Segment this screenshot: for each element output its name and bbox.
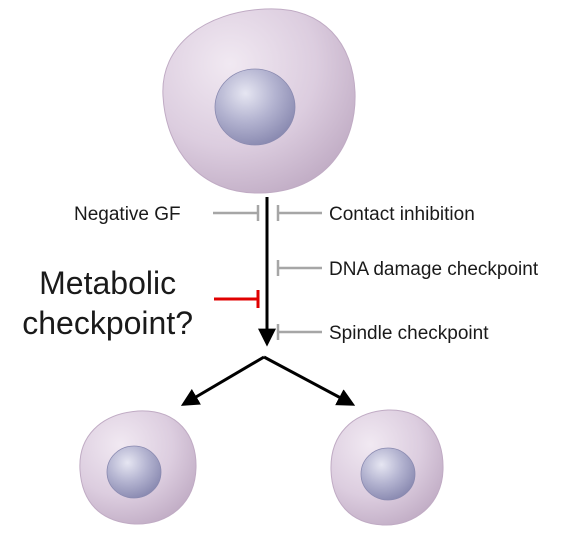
left-daughter-cell xyxy=(79,410,197,525)
contact-inhibition-label: Contact inhibition xyxy=(329,204,475,225)
spindle-label: Spindle checkpoint xyxy=(329,323,489,344)
metabolic-inhibitor xyxy=(214,290,260,308)
dna-damage-label: DNA damage checkpoint xyxy=(329,259,539,280)
negative-gf-inhibitor xyxy=(213,205,260,221)
right-branch-arrow xyxy=(263,355,356,406)
parent-cell xyxy=(162,8,356,194)
metabolic-label-line1: Metabolic xyxy=(39,265,177,301)
left-daughter-nucleus xyxy=(106,445,162,499)
contact-inhibition-inhibitor xyxy=(276,205,322,221)
metabolic-label-line2: checkpoint? xyxy=(22,305,193,341)
spindle-inhibitor xyxy=(276,324,322,340)
right-daughter-cell xyxy=(330,409,444,526)
metabolic-checkpoint-label: Metabolic checkpoint? xyxy=(22,263,193,343)
dna-damage-inhibitor xyxy=(276,260,322,276)
left-branch-arrow xyxy=(180,355,265,406)
parent-cell-nucleus xyxy=(214,68,296,146)
right-daughter-nucleus xyxy=(360,447,416,501)
negative-gf-label: Negative GF xyxy=(74,204,181,225)
